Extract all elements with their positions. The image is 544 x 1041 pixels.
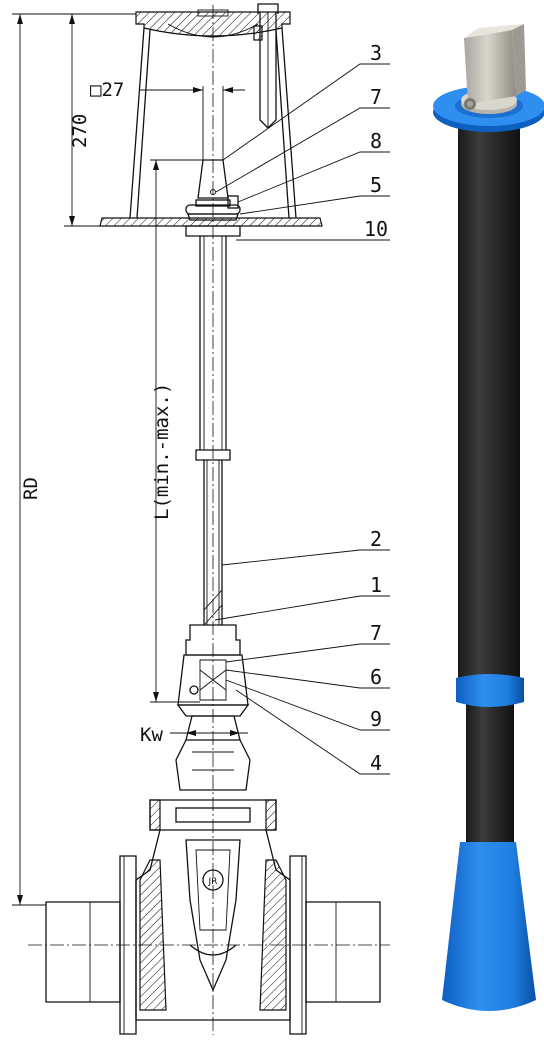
part-number-label: 2	[370, 527, 382, 551]
part-number-label: 10	[364, 217, 388, 241]
manufacturer-logo	[202, 869, 224, 891]
part-number-label: 4	[370, 751, 382, 775]
dimension-lines	[12, 13, 248, 906]
part-number-label: 6	[370, 665, 382, 689]
gate-valve-body	[45, 739, 381, 1035]
dim-270: 270	[69, 114, 91, 148]
dim-square-27: □27	[90, 79, 124, 101]
dim-rd: RD	[20, 477, 42, 500]
part-number-label: 7	[370, 85, 382, 109]
logo-text: JR	[208, 877, 218, 887]
dim-length: L(min.-max.)	[151, 383, 173, 520]
spindle-3d-render	[433, 24, 544, 1011]
leader-lines	[214, 63, 390, 775]
part-number-label: 7	[370, 621, 382, 645]
part-number-label: 1	[370, 573, 382, 597]
extension-spindle	[195, 236, 231, 626]
part-number-label: 5	[370, 173, 382, 197]
part-number-label: 8	[370, 129, 382, 153]
surface-box	[99, 3, 323, 227]
part-number-label: 9	[370, 707, 382, 731]
dim-kw: Kw	[140, 724, 163, 746]
part-number-label: 3	[370, 41, 382, 65]
